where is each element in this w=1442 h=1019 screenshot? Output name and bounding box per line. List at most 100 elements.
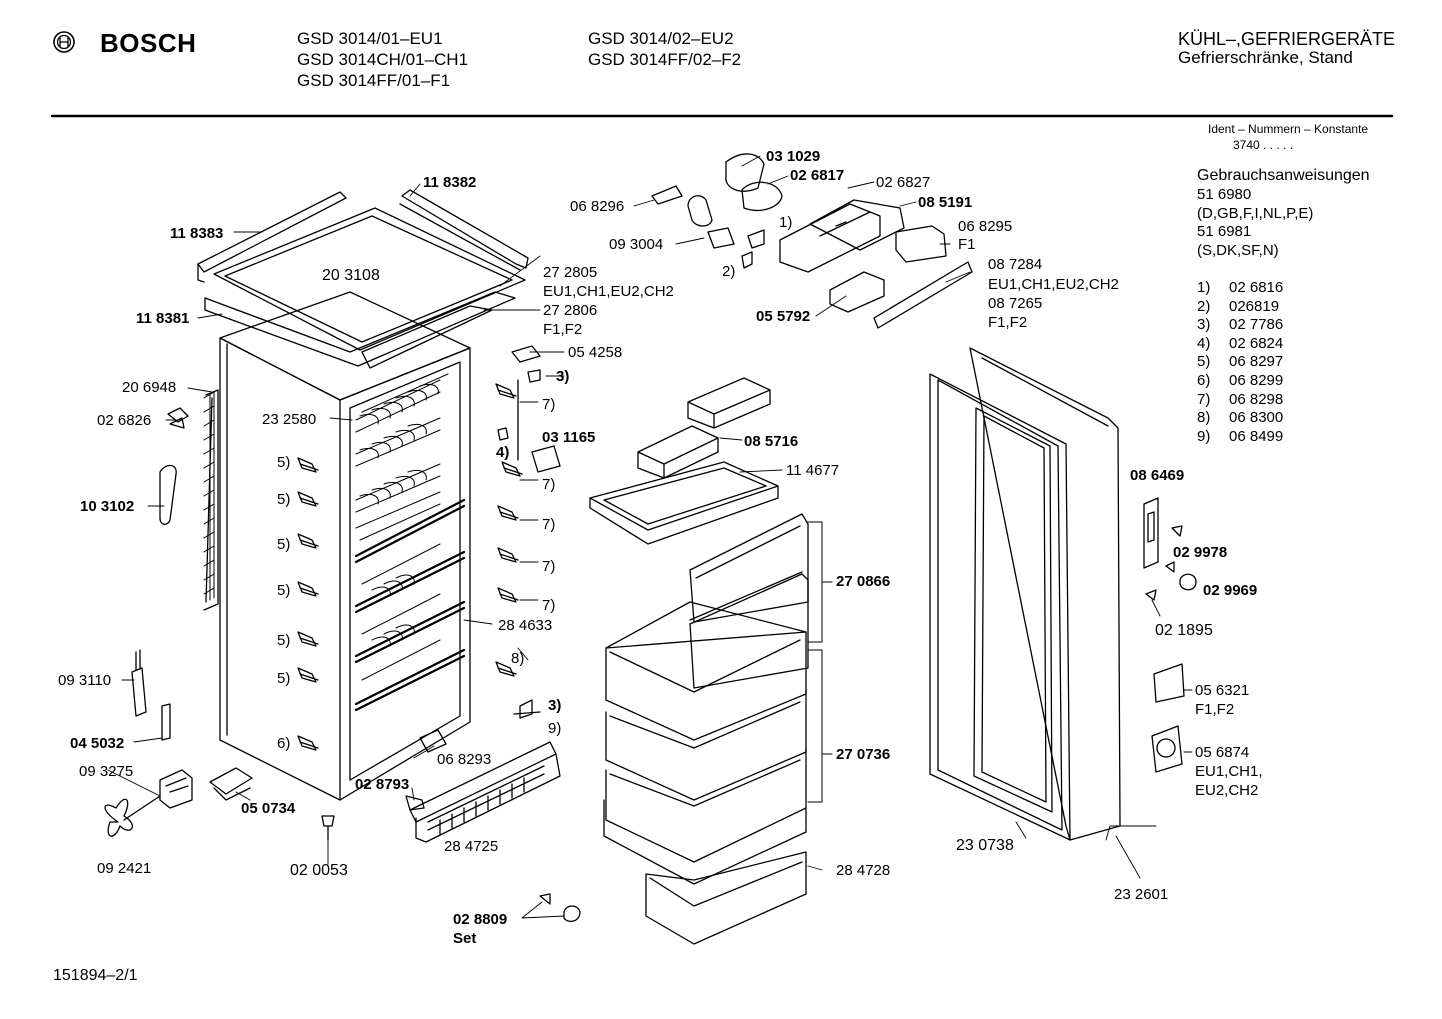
- footnote-row: 6)06 8299: [1197, 371, 1284, 389]
- part-label: 27 0866: [836, 573, 891, 590]
- drawer-fronts: [690, 514, 808, 688]
- footnote-row: 8)06 8300: [1197, 409, 1284, 427]
- brand-name: BOSCH: [100, 28, 197, 58]
- part-label: 05 5792: [756, 308, 811, 325]
- part-label: 05 4258: [568, 344, 623, 361]
- part-label: 02 6817: [790, 167, 845, 184]
- part-label: F1: [958, 236, 976, 253]
- part-label: F1,F2: [1195, 701, 1235, 718]
- footnote-ref: 3): [556, 368, 570, 385]
- thermostat-sensor: [132, 650, 170, 740]
- footnote-ref: 5): [277, 632, 291, 649]
- drawers: [604, 602, 806, 944]
- foot-part: [406, 796, 424, 810]
- model-1: GSD 3014/01–EU1: [297, 29, 443, 48]
- shelf-clips-left: [298, 458, 318, 750]
- footnote-ref: 9): [548, 720, 562, 737]
- part-label: 02 9969: [1203, 582, 1258, 599]
- footnote-ref: 5): [277, 670, 291, 687]
- part-label: 23 0738: [956, 837, 1014, 854]
- part-label: 11 4677: [786, 462, 840, 479]
- thermostat-housing: [780, 200, 972, 328]
- part-label: 28 4728: [836, 862, 891, 879]
- part-label: 08 7265: [988, 295, 1043, 312]
- footnote-ref: 8): [511, 650, 525, 667]
- part-label: 11 8383: [170, 225, 224, 242]
- knob-parts: [652, 154, 782, 268]
- leader-lines: [108, 156, 1192, 918]
- door-hinge-parts: [1144, 498, 1196, 772]
- footnote-row: 2)026819: [1197, 297, 1280, 315]
- top-rails: [198, 190, 528, 282]
- footnote-row: 1)02 6816: [1197, 279, 1284, 296]
- manuals-line-1: 51 6980: [1197, 186, 1252, 203]
- clip-parts-mid: [498, 346, 560, 472]
- wire-shelves: [356, 374, 448, 540]
- part-label: 08 5716: [744, 433, 799, 450]
- part-label: 20 6948: [122, 379, 177, 396]
- door-handle-part: [160, 465, 176, 524]
- part-label: 09 3110: [58, 672, 112, 689]
- part-label: 27 2806: [543, 302, 598, 319]
- footnote-row: 7)06 8298: [1197, 390, 1284, 408]
- condenser-coil: [204, 392, 214, 600]
- part-label: EU1,CH1,: [1195, 763, 1263, 780]
- part-label: 10 3102: [80, 498, 135, 515]
- footnote-ref: 4): [496, 444, 510, 461]
- part-label: 11 8382: [423, 174, 477, 191]
- manuals-line-2: (D,GB,F,I,NL,P,E): [1197, 205, 1314, 222]
- footnote-ref: 7): [542, 396, 556, 413]
- part-label: 28 4725: [444, 838, 499, 855]
- drawing-id: 151894–2/1: [53, 967, 138, 984]
- part-label: 05 0734: [241, 800, 296, 817]
- part-label: 05 6874: [1195, 744, 1250, 761]
- bosch-logo-icon: [54, 32, 74, 52]
- hinge-part-left: [168, 408, 188, 428]
- part-label: 02 0053: [290, 862, 348, 879]
- footnote-row: 5)06 8297: [1197, 353, 1284, 371]
- footnote-ref: 1): [779, 214, 793, 231]
- ident-value: 3740 . . . . .: [1233, 138, 1294, 152]
- part-label: Set: [453, 930, 477, 947]
- drain-cap: [420, 730, 446, 752]
- part-label: EU1,CH1,EU2,CH2: [988, 276, 1119, 293]
- footnote-ref: 7): [542, 597, 556, 614]
- part-label: 23 2601: [1114, 886, 1169, 903]
- model-2: GSD 3014CH/01–CH1: [297, 50, 469, 69]
- model-5: GSD 3014FF/02–F2: [588, 50, 742, 69]
- part-label: 02 9978: [1173, 544, 1228, 561]
- manuals-line-3: 51 6981: [1197, 223, 1252, 240]
- glass-shelf: [590, 462, 778, 544]
- footnote-ref: 2): [722, 263, 736, 280]
- door-stopper: [540, 894, 580, 921]
- ident-label: Ident – Nummern – Konstante: [1208, 122, 1369, 136]
- part-label: EU2,CH2: [1195, 782, 1259, 799]
- part-label: F1,F2: [543, 321, 583, 338]
- part-label: 04 5032: [70, 735, 125, 752]
- part-label: 27 0736: [836, 746, 891, 763]
- front-rails: [356, 500, 464, 710]
- part-label: 28 4633: [498, 617, 553, 634]
- screw-part: [322, 816, 334, 840]
- part-label: 08 5191: [918, 194, 973, 211]
- footnote-ref: 5): [277, 582, 291, 599]
- footnote-row: 9)06 8499: [1197, 427, 1284, 445]
- shelf-clips-right: [496, 384, 522, 676]
- cabinet-body: [204, 292, 470, 800]
- category-subtitle: Gefrierschränke, Stand: [1178, 48, 1353, 67]
- lamp-part: [514, 700, 540, 718]
- fan-assembly: [105, 768, 252, 836]
- footnote-row: 4)02 6824: [1197, 334, 1284, 352]
- part-label: EU1,CH1,EU2,CH2: [543, 283, 674, 300]
- footnote-ref: 7): [542, 558, 556, 575]
- part-label: 02 6826: [97, 412, 152, 429]
- footnote-list: 1)02 6816 2)026819 3)02 7786 4)02 6824 5…: [1197, 279, 1283, 446]
- part-label: 06 8293: [437, 751, 492, 768]
- part-label: 05 6321: [1195, 682, 1250, 699]
- part-label: 03 1165: [542, 429, 596, 446]
- part-label: 20 3108: [322, 267, 380, 284]
- footnote-ref: 7): [542, 516, 556, 533]
- manuals-title: Gebrauchsanweisungen: [1197, 167, 1370, 184]
- footnote-ref: 5): [277, 491, 291, 508]
